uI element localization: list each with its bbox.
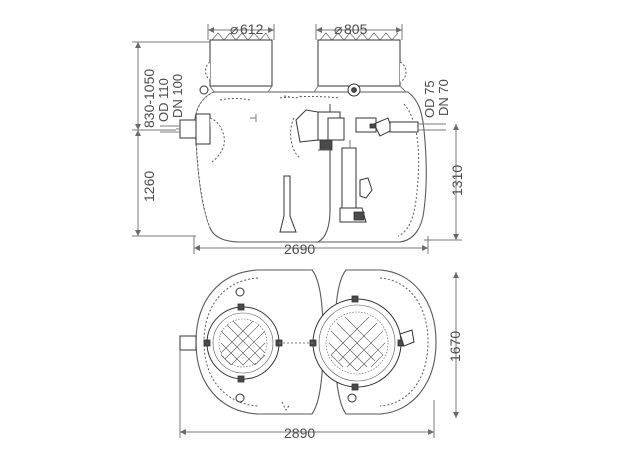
top-view xyxy=(179,269,437,415)
dimension-length-side: 2690 xyxy=(284,241,315,257)
dimension-height-cover: 830-1050 xyxy=(141,69,157,128)
dimension-height-inlet: 1260 xyxy=(141,171,157,202)
left-riser xyxy=(209,39,273,87)
dimension-cover-left: 612 xyxy=(240,21,264,37)
inlet-pipe xyxy=(176,113,225,163)
right-cover xyxy=(309,295,415,391)
inlet-od-label: OD 110 xyxy=(156,78,171,122)
inlet-dn-label: DN 100 xyxy=(170,74,185,118)
top-view-dimensions: 1670 2890 xyxy=(179,272,463,441)
outlet-dn-label: DN 70 xyxy=(436,79,451,116)
cover-right-prefix: ⌀ xyxy=(334,21,342,37)
right-riser xyxy=(317,39,401,87)
dimension-length-top: 2890 xyxy=(284,425,315,441)
baffle xyxy=(279,175,297,233)
side-view-dimensions: ⌀ 612 ⌀ 805 830-1050 1260 OD 110 DN 100 … xyxy=(132,21,465,257)
top-inlet-stub xyxy=(179,335,197,351)
side-view xyxy=(176,32,427,243)
outlet-od-label: OD 75 xyxy=(422,80,437,118)
internal-equipment xyxy=(290,109,419,223)
dimension-width-top: 1670 xyxy=(447,331,463,362)
dimension-cover-right: 805 xyxy=(344,21,368,37)
side-view-right-tank xyxy=(318,91,427,243)
dimension-height-total: 1310 xyxy=(449,165,465,196)
cover-left-prefix: ⌀ xyxy=(230,21,238,37)
